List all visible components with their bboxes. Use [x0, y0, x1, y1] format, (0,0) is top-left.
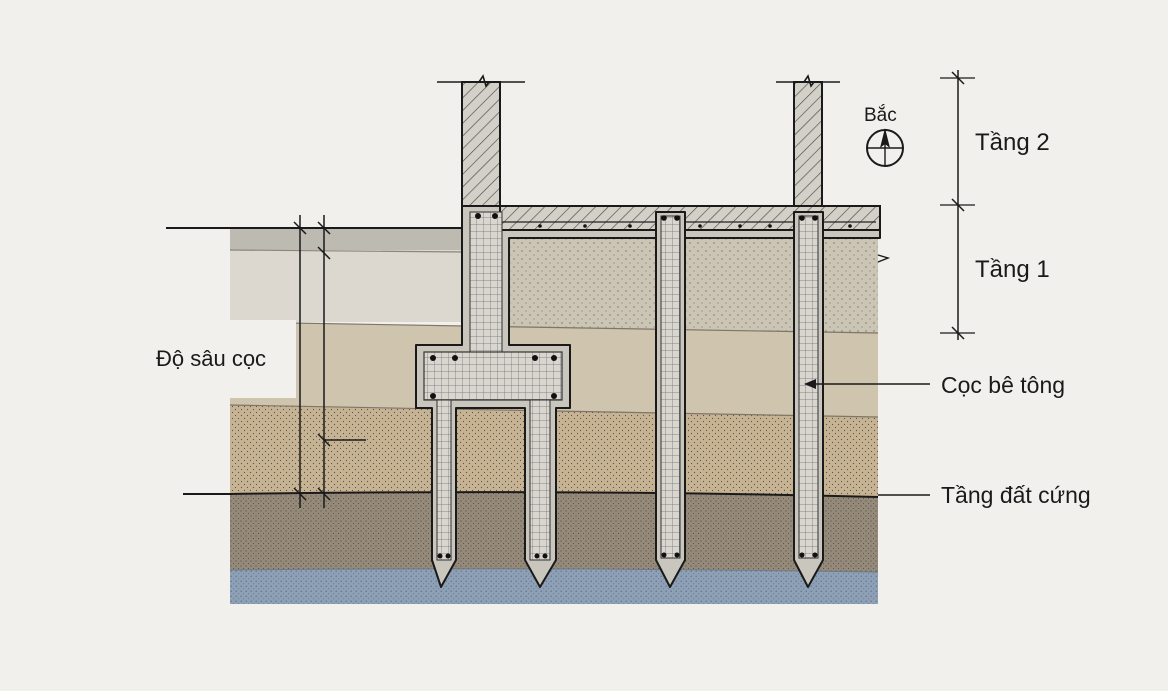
pile-depth-label: Độ sâu cọc — [156, 346, 266, 371]
north-arrow-icon — [866, 128, 904, 167]
columns — [437, 74, 840, 207]
pile-cap — [423, 351, 563, 401]
pile-right — [793, 211, 824, 588]
pile-left-a — [436, 399, 452, 561]
pile-middle — [655, 211, 686, 588]
north-label: Bắc — [864, 104, 897, 126]
floor-dimension — [940, 70, 975, 340]
pile-depth-label-bg — [150, 320, 296, 398]
column-left — [461, 81, 501, 207]
pile-group-left — [415, 205, 881, 588]
hard-soil-label: Tầng đất cứng — [941, 482, 1091, 508]
floor-1-label: Tầng 1 — [975, 256, 1050, 283]
concrete-pile-label: Cọc bê tông — [941, 372, 1065, 398]
floor-2-label: Tầng 2 — [975, 129, 1050, 156]
light-soil-layer — [230, 250, 465, 322]
top-soil-layer — [230, 228, 465, 252]
pile-depth-dimension — [293, 215, 366, 508]
column-right — [793, 81, 823, 207]
pile-left-b — [529, 399, 551, 561]
concrete-pile-callout — [804, 379, 930, 389]
